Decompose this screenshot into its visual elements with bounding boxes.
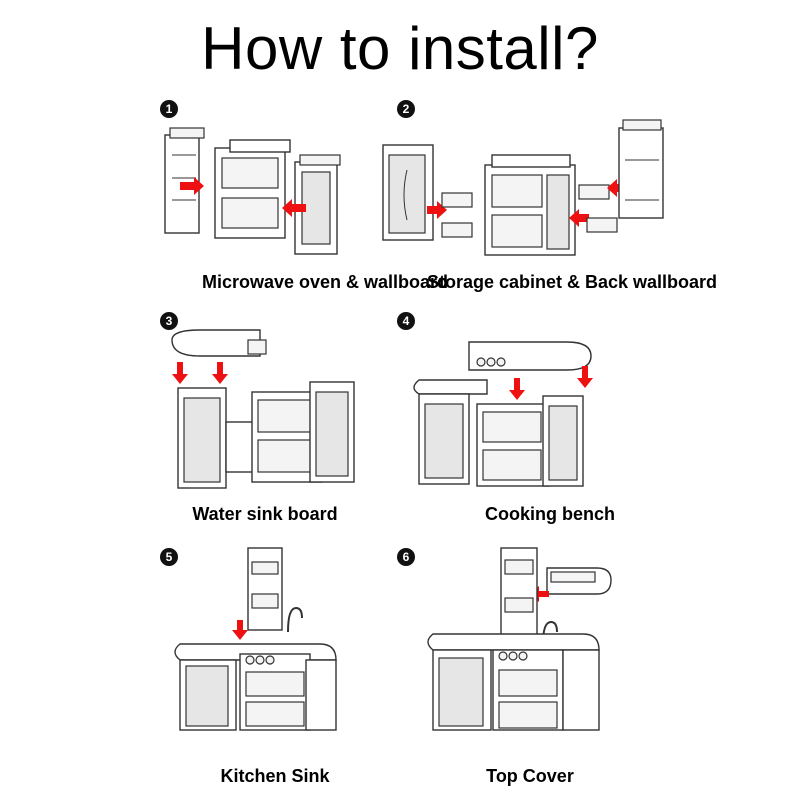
step-6-caption: Top Cover [486, 766, 574, 786]
kitchen-unit-part [174, 643, 337, 731]
assembly-arrow [172, 362, 188, 384]
step-1-illustration [164, 127, 341, 255]
assembly-arrow [607, 179, 627, 197]
page-title: How to install? [201, 15, 599, 82]
connector-block [441, 222, 473, 238]
assembly-arrow [282, 199, 306, 217]
top-cover-part [546, 567, 612, 595]
assembly-arrow [212, 362, 228, 384]
step-1-microwave-oven-wallboard: 1 Microwave oven & wallboard [160, 100, 490, 310]
cabinet-assembly-part [177, 381, 355, 489]
kitchen-unit-part [427, 633, 600, 731]
step-2-number-badge: 2 [397, 100, 415, 118]
step-6-top-cover: 6 Top Cover [397, 547, 727, 786]
step-4-cooking-bench: 4 Cooking bench [397, 312, 727, 524]
step-3-illustration [171, 329, 355, 489]
cooking-bench-part [468, 341, 592, 371]
assembly-arrow [509, 378, 525, 400]
connector-block [578, 184, 610, 200]
step-3-caption: Water sink board [192, 504, 338, 524]
step-6-number-badge: 6 [397, 548, 415, 566]
oven-frame-part [214, 139, 291, 239]
step-5-caption: Kitchen Sink [220, 766, 330, 786]
step-4-caption: Cooking bench [485, 504, 615, 524]
step-1-caption: Microwave oven & wallboard [201, 272, 449, 292]
storage-cabinet-part [382, 144, 434, 241]
assembly-arrow [577, 366, 593, 388]
upper-shelf-part [500, 547, 538, 641]
step-5-number-badge: 5 [160, 548, 178, 566]
step-5-illustration [174, 547, 337, 731]
step-5-kitchen-sink: 5 Kitchen Sink [160, 547, 490, 786]
step-2-illustration [382, 119, 664, 256]
assembly-arrow [569, 209, 589, 227]
faucet-icon [542, 620, 558, 645]
wallboard-part [164, 127, 205, 234]
connector-block [441, 192, 473, 208]
connector-block [586, 217, 618, 233]
assembly-arrow [180, 177, 204, 195]
step-6-illustration [427, 547, 612, 731]
step-3-number-badge: 3 [160, 312, 178, 330]
step-2-caption: Storage cabinet & Back wallboard [426, 272, 718, 292]
back-wallboard-part [618, 119, 664, 219]
step-4-number-badge: 4 [397, 312, 415, 330]
assembly-arrow [232, 620, 248, 640]
faucet-icon [287, 606, 303, 633]
upper-shelf-part [247, 547, 283, 631]
kitchen-base-part [413, 379, 584, 487]
sink-board-part [171, 329, 267, 357]
step-1-number-badge: 1 [160, 100, 178, 118]
step-3-water-sink-board: 3 Water sink board [160, 312, 490, 524]
oven-assembly-part [484, 154, 576, 256]
step-2-storage-cabinet-back-wallboard: 2 Storage cabinet & Back wallboard [382, 100, 727, 310]
step-4-illustration [413, 341, 593, 487]
